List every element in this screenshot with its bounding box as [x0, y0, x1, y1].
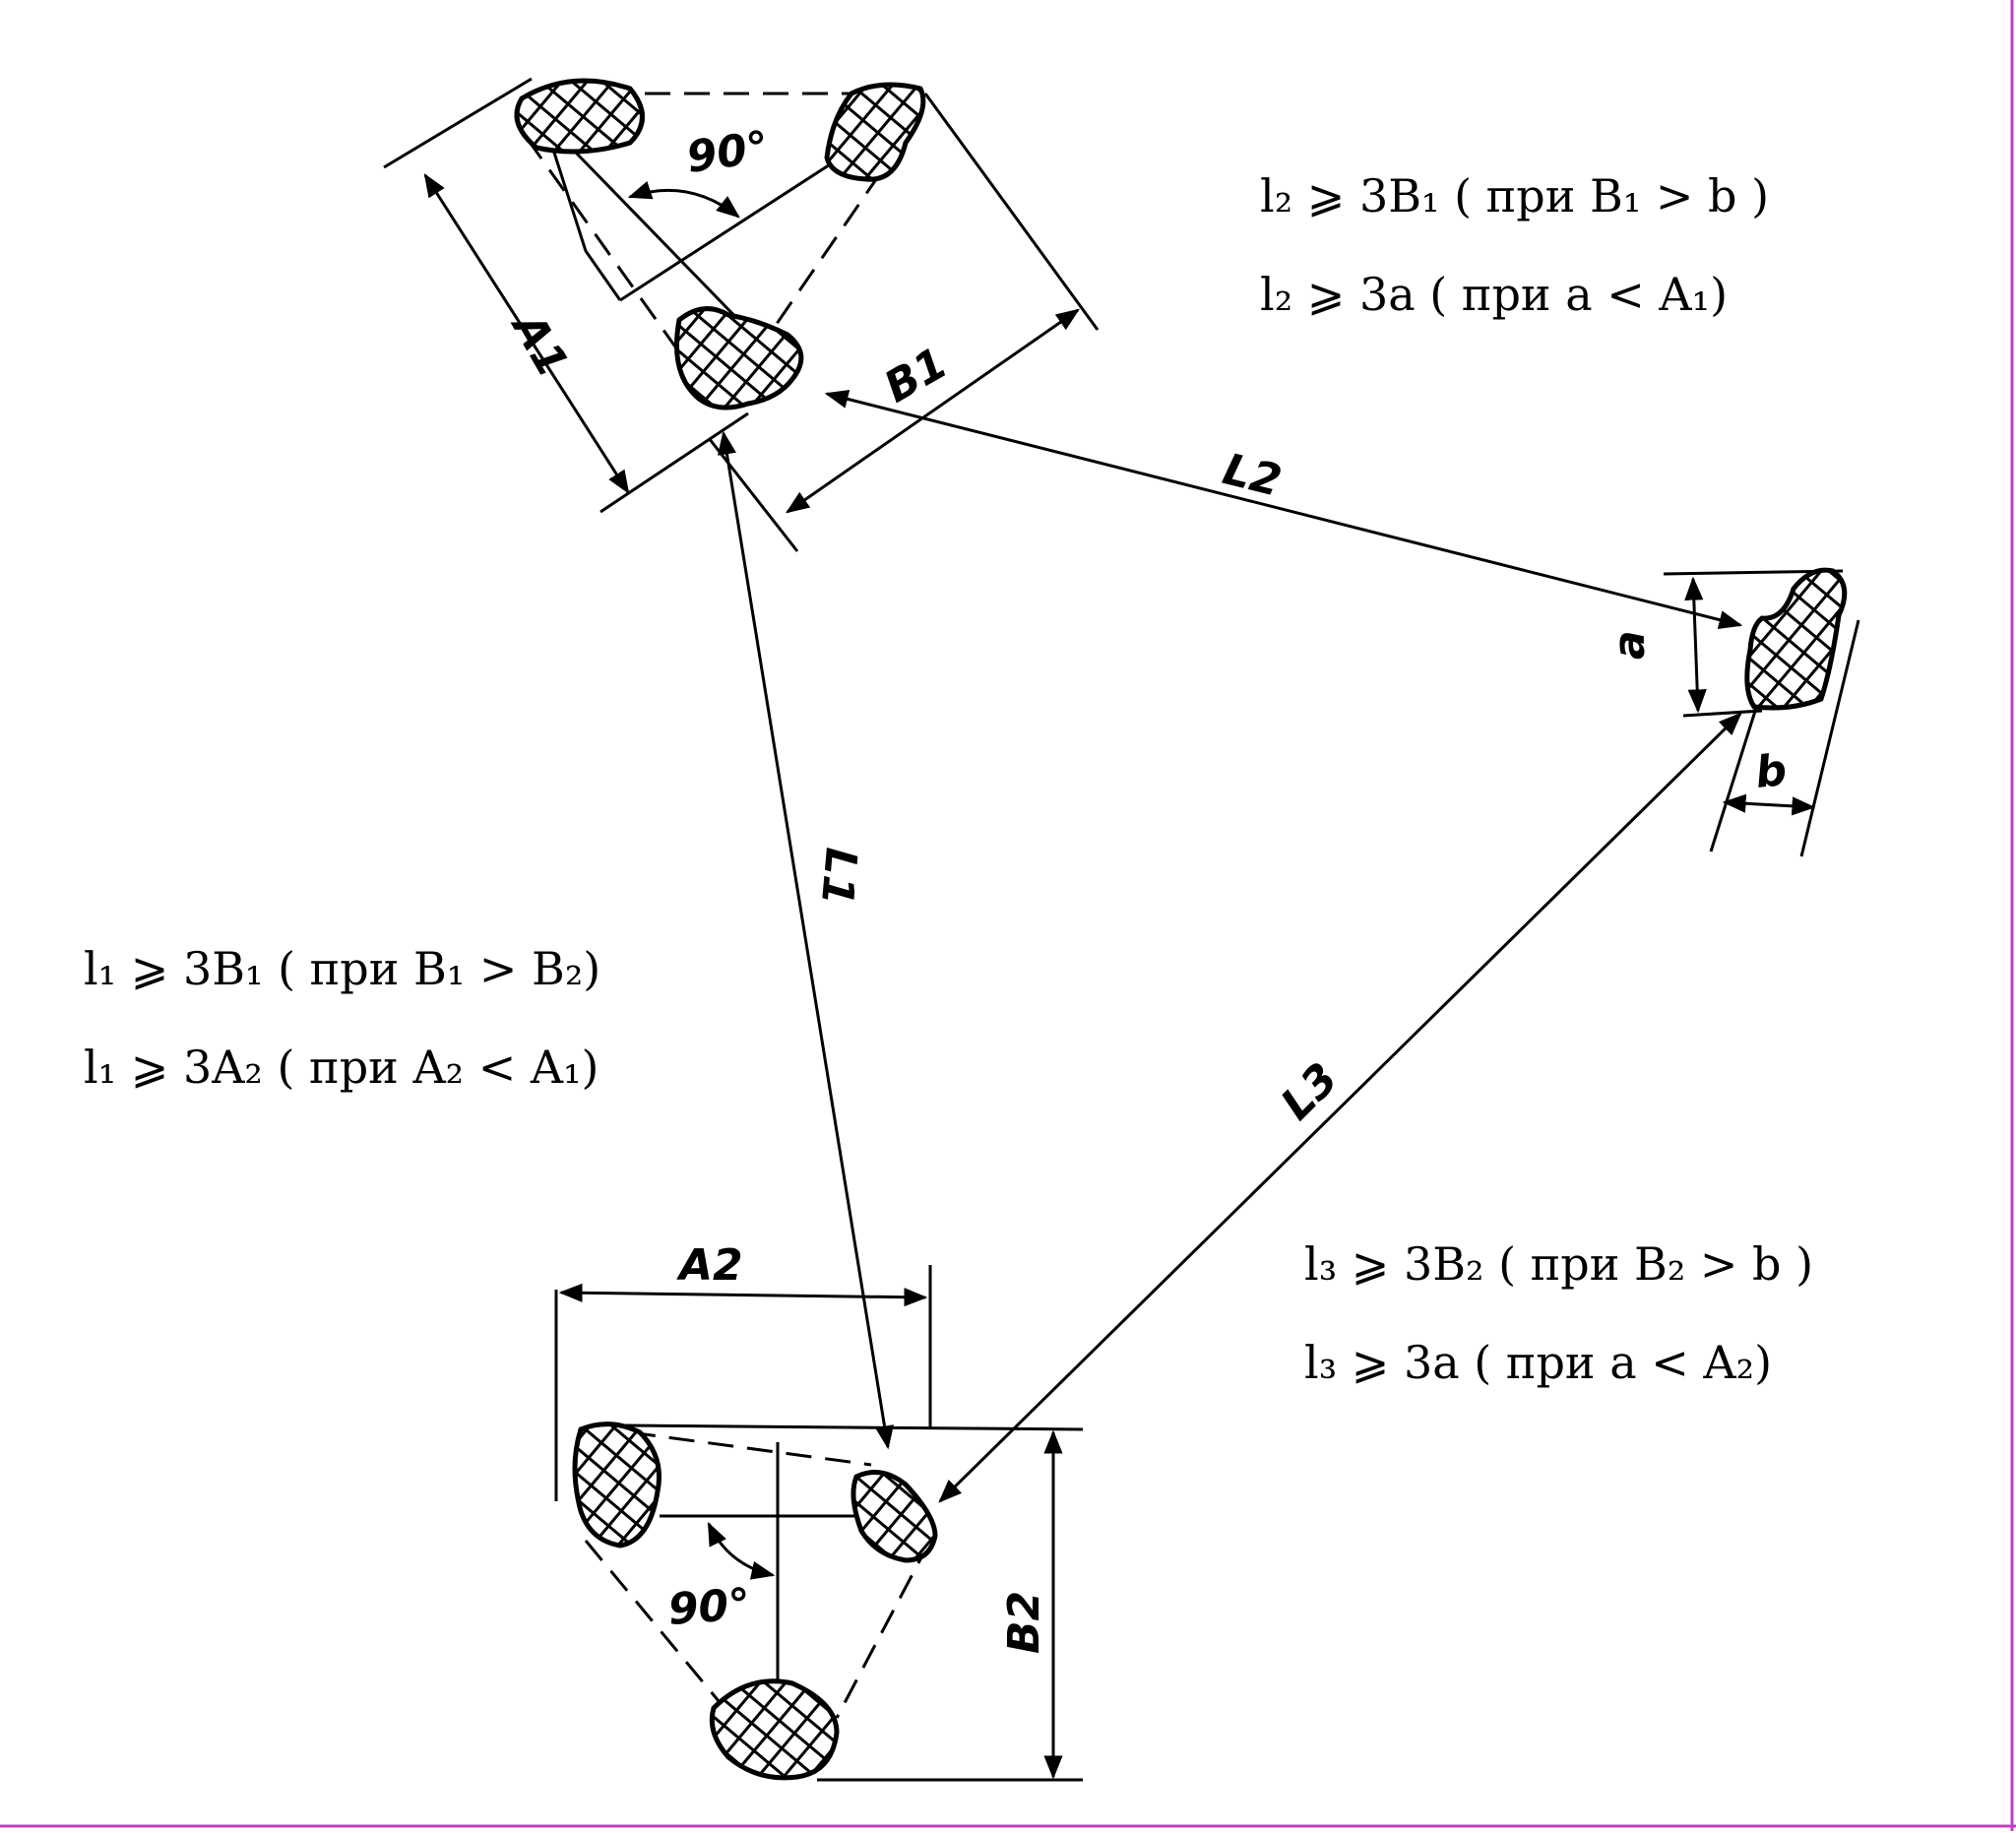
- angle-top-label: 90°: [683, 122, 772, 183]
- bottom-left-bush: [572, 1422, 662, 1549]
- formula-l2-second: l₂ ⩾ 3a ( при a < A₁): [1260, 268, 1728, 321]
- b1-dimension-line: [786, 308, 1080, 514]
- top-perpendicular-line: [544, 127, 622, 301]
- b-dimension-line: [1722, 793, 1816, 816]
- a-dimension-line: [1684, 576, 1707, 714]
- top-left-bush: [514, 78, 645, 155]
- bottom-center-bush: [709, 1678, 840, 1781]
- right-bottom-extension: [1682, 709, 1763, 718]
- l3-distance-line: [938, 712, 1742, 1503]
- formula-l1-second: l₁ ⩾ 3A₂ ( при A₂ < A₁): [84, 1041, 599, 1094]
- top-right-bush: [824, 82, 926, 182]
- l2-label: L2: [1218, 444, 1286, 507]
- l3-label: L3: [1272, 1053, 1349, 1130]
- formula-l3-first: l₃ ⩾ 3B₂ ( при B₂ > b ): [1304, 1237, 1813, 1291]
- formula-l1-first: l₁ ⩾ 3B₁ ( при B₁ > B₂): [84, 942, 600, 995]
- formula-l2-first: l₂ ⩾ 3B₁ ( при B₁ > b ): [1260, 169, 1769, 222]
- angle-bottom-label: 90°: [666, 1579, 752, 1635]
- b-extension-right: [1799, 619, 1860, 857]
- top-center-bush: [674, 306, 804, 411]
- b-label: b: [1753, 745, 1790, 798]
- a1-dimension-line: [423, 172, 630, 495]
- a1-extension-bottom: [599, 411, 749, 514]
- b2-label: B2: [999, 1591, 1049, 1654]
- a2-dimension-line: [558, 1283, 928, 1307]
- l1-distance-line: [717, 430, 895, 1450]
- a2-label: A2: [676, 1240, 743, 1291]
- a1-extension-top: [383, 77, 533, 169]
- bottom-right-dashed-line: [835, 1540, 932, 1719]
- right-bush: [1744, 567, 1848, 711]
- bottom-dashed-line: [629, 1430, 872, 1467]
- a1-label: A1: [501, 302, 578, 385]
- bottom-bush-group: [554, 1265, 1084, 1782]
- top-angle-arc: [627, 181, 740, 219]
- formula-l3-second: l₃ ⩾ 3a ( при a < A₂): [1304, 1336, 1772, 1389]
- l2-distance-line: [824, 389, 1743, 630]
- bottom-right-bush: [850, 1470, 938, 1563]
- b1-extension-left: [707, 437, 799, 552]
- bottom-angle-arc: [707, 1521, 776, 1580]
- top-right-dashed-line: [726, 171, 883, 395]
- a-label: a: [1605, 630, 1655, 660]
- b1-extension-right: [923, 93, 1100, 331]
- l1-label: L1: [811, 846, 866, 908]
